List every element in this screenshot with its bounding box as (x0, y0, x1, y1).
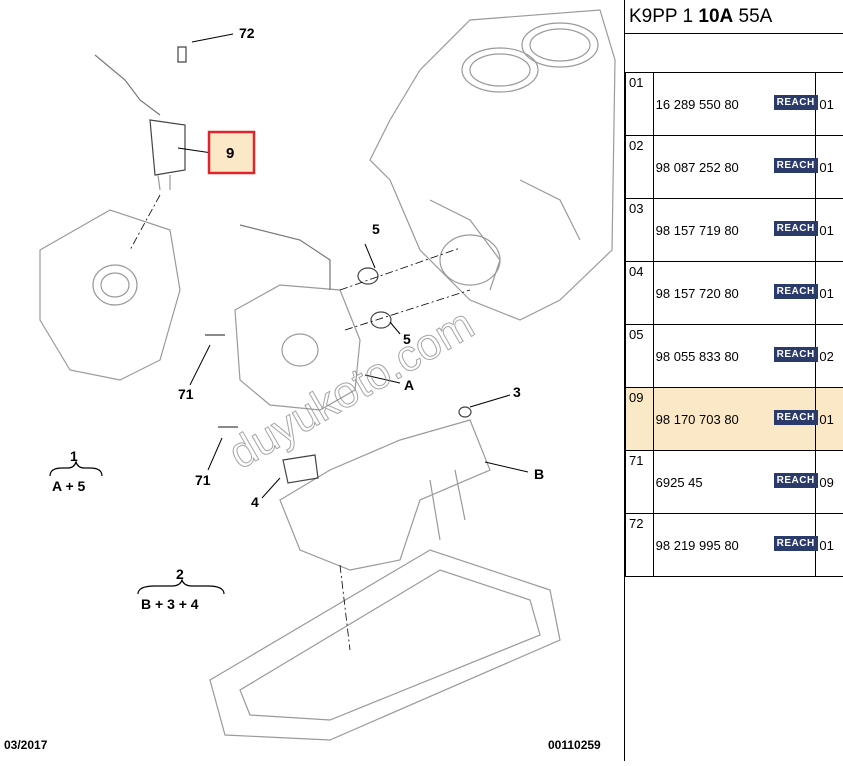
callout-9: 9 (226, 145, 234, 162)
part-reference[interactable]: 98 219 995 80 (656, 538, 739, 553)
diagram-code: 00110259 (548, 738, 601, 752)
part-quantity: 01 (816, 199, 843, 262)
reach-badge: REACH (774, 95, 818, 110)
part-index: 04 (626, 262, 654, 325)
reach-badge: REACH (774, 410, 818, 425)
callout-5-lower: 5 (403, 331, 411, 347)
timing-cover (40, 210, 180, 380)
part-reference[interactable]: 98 055 833 80 (656, 349, 739, 364)
part-quantity: 01 (816, 388, 843, 451)
part-reference-cell: 98 170 703 80 REACH (653, 388, 816, 451)
part-index: 03 (626, 199, 654, 262)
part-quantity: 01 (816, 73, 843, 136)
part-reference[interactable]: 98 170 703 80 (656, 412, 739, 427)
part-index: 05 (626, 325, 654, 388)
group-1-brace (50, 462, 102, 476)
callout-B: B (534, 466, 544, 482)
part-index: 02 (626, 136, 654, 199)
callout-72: 72 (239, 25, 255, 41)
callout-A: A (404, 377, 414, 393)
watermark-text: duyukoto.com (221, 299, 483, 478)
engine-block (370, 10, 615, 320)
oil-pan (210, 550, 560, 740)
sump-baffle (280, 420, 490, 570)
part-reference-cell: 98 157 720 80 REACH (653, 262, 816, 325)
reach-badge: REACH (774, 347, 818, 362)
callout-71-lower: 71 (195, 472, 211, 488)
part-index: 01 (626, 73, 654, 136)
part-reference[interactable]: 98 157 720 80 (656, 286, 739, 301)
part-reference-cell: 98 087 252 80 REACH (653, 136, 816, 199)
part-quantity: 01 (816, 136, 843, 199)
part-quantity: 01 (816, 262, 843, 325)
callout-4: 4 (251, 494, 259, 510)
callout-3: 3 (513, 384, 521, 400)
engine-code-header: K9PP 1 10A 55A (625, 0, 843, 34)
callout-71-upper: 71 (178, 386, 194, 402)
reach-badge: REACH (774, 221, 818, 236)
part-reference[interactable]: 98 157 719 80 (656, 223, 739, 238)
reach-badge: REACH (774, 284, 818, 299)
part-reference-cell: 98 157 719 80 REACH (653, 199, 816, 262)
part-index: 72 (626, 514, 654, 577)
part-reference-cell: 98 055 833 80 REACH (653, 325, 816, 388)
part-index: 71 (626, 451, 654, 514)
engine-code-bold: 10A (698, 6, 733, 27)
part-reference-cell: 98 219 995 80 REACH (653, 514, 816, 577)
reach-badge: REACH (774, 473, 818, 488)
part-reference[interactable]: 6925 45 (656, 475, 703, 490)
part-reference[interactable]: 16 289 550 80 (656, 97, 739, 112)
group-1-label: A + 5 (52, 478, 85, 494)
group-2-number: 2 (176, 566, 184, 582)
group-1-number: 1 (70, 448, 78, 464)
part-quantity: 09 (816, 451, 843, 514)
group-2-brace (138, 580, 224, 594)
solenoid-valve (150, 120, 185, 175)
part-quantity: 02 (816, 325, 843, 388)
part-index: 09 (626, 388, 654, 451)
engine-code-prefix: K9PP 1 (629, 6, 693, 27)
part-reference-cell: 16 289 550 80 REACH (653, 73, 816, 136)
diagram-date: 03/2017 (4, 738, 47, 752)
engine-code-suffix: 55A (739, 6, 773, 27)
part-reference-cell: 6925 45 REACH (653, 451, 816, 514)
reach-badge: REACH (774, 158, 818, 173)
group-2-label: B + 3 + 4 (141, 596, 199, 612)
part-reference[interactable]: 98 087 252 80 (656, 160, 739, 175)
callout-5-upper: 5 (372, 221, 380, 237)
reach-badge: REACH (774, 536, 818, 551)
exploded-parts-diagram: duyukoto.com 72 9 5 5 71 71 A 3 B 4 1 A … (0, 0, 624, 761)
diagram-drawing: duyukoto.com (0, 0, 624, 761)
part-quantity: 01 (816, 514, 843, 577)
